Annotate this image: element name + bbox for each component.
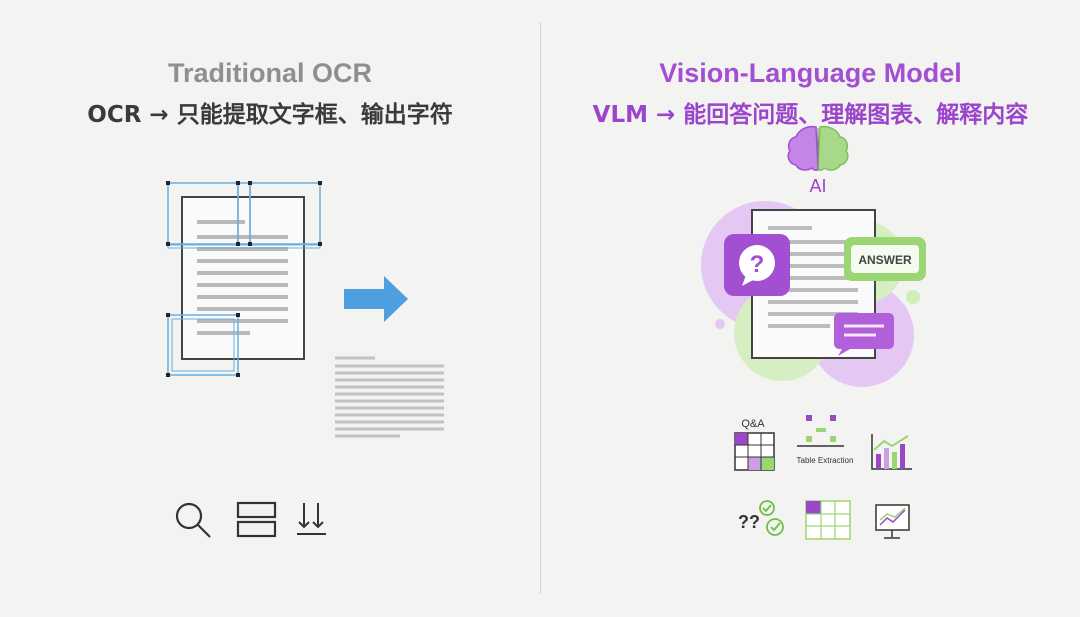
ocr-title: Traditional OCR bbox=[167, 58, 373, 88]
bar-chart-icon bbox=[871, 434, 912, 470]
qa-grid-icon bbox=[734, 432, 775, 471]
download-arrows-icon bbox=[297, 503, 326, 535]
arrow-right-icon bbox=[344, 276, 408, 322]
svg-text:?: ? bbox=[750, 251, 765, 278]
table-extraction-label: Table Extraction bbox=[797, 456, 854, 465]
panel-divider bbox=[540, 22, 541, 594]
layout-boxes-icon bbox=[236, 501, 277, 538]
ocr-illustration bbox=[166, 181, 444, 538]
table-extraction-icon bbox=[797, 415, 844, 447]
vlm-title: Vision-Language Model bbox=[659, 58, 962, 88]
ocr-document-icon bbox=[181, 196, 305, 360]
verify-check-icon bbox=[759, 500, 784, 536]
brain-icon bbox=[787, 125, 849, 171]
answer-bubble-icon: ANSWER bbox=[844, 237, 926, 281]
vlm-illustration: AI bbox=[701, 125, 926, 540]
question-marks: ?? bbox=[738, 512, 760, 532]
ocr-subtitle: OCR → 只能提取文字框、输出字符 bbox=[87, 102, 453, 128]
search-icon bbox=[175, 502, 211, 538]
monitor-chart-icon bbox=[875, 504, 910, 539]
vlm-subtitle: VLM → 能回答问题、理解图表、解释内容 bbox=[592, 102, 1029, 128]
box-handles bbox=[166, 181, 322, 377]
question-bubble-icon: ? bbox=[724, 234, 790, 296]
qa-label: Q&A bbox=[741, 418, 765, 430]
ocr-output-text-lines bbox=[335, 356, 444, 438]
vlm-panel: Vision-Language Model VLM → 能回答问题、理解图表、解… bbox=[541, 0, 1080, 617]
ocr-bounding-boxes bbox=[167, 182, 321, 376]
traditional-ocr-panel: Traditional OCR OCR → 只能提取文字框、输出字符 bbox=[87, 58, 453, 538]
brain-label: AI bbox=[809, 176, 826, 196]
message-bubble-icon bbox=[834, 313, 894, 356]
table-grid-icon bbox=[805, 500, 851, 540]
answer-label: ANSWER bbox=[858, 253, 912, 267]
